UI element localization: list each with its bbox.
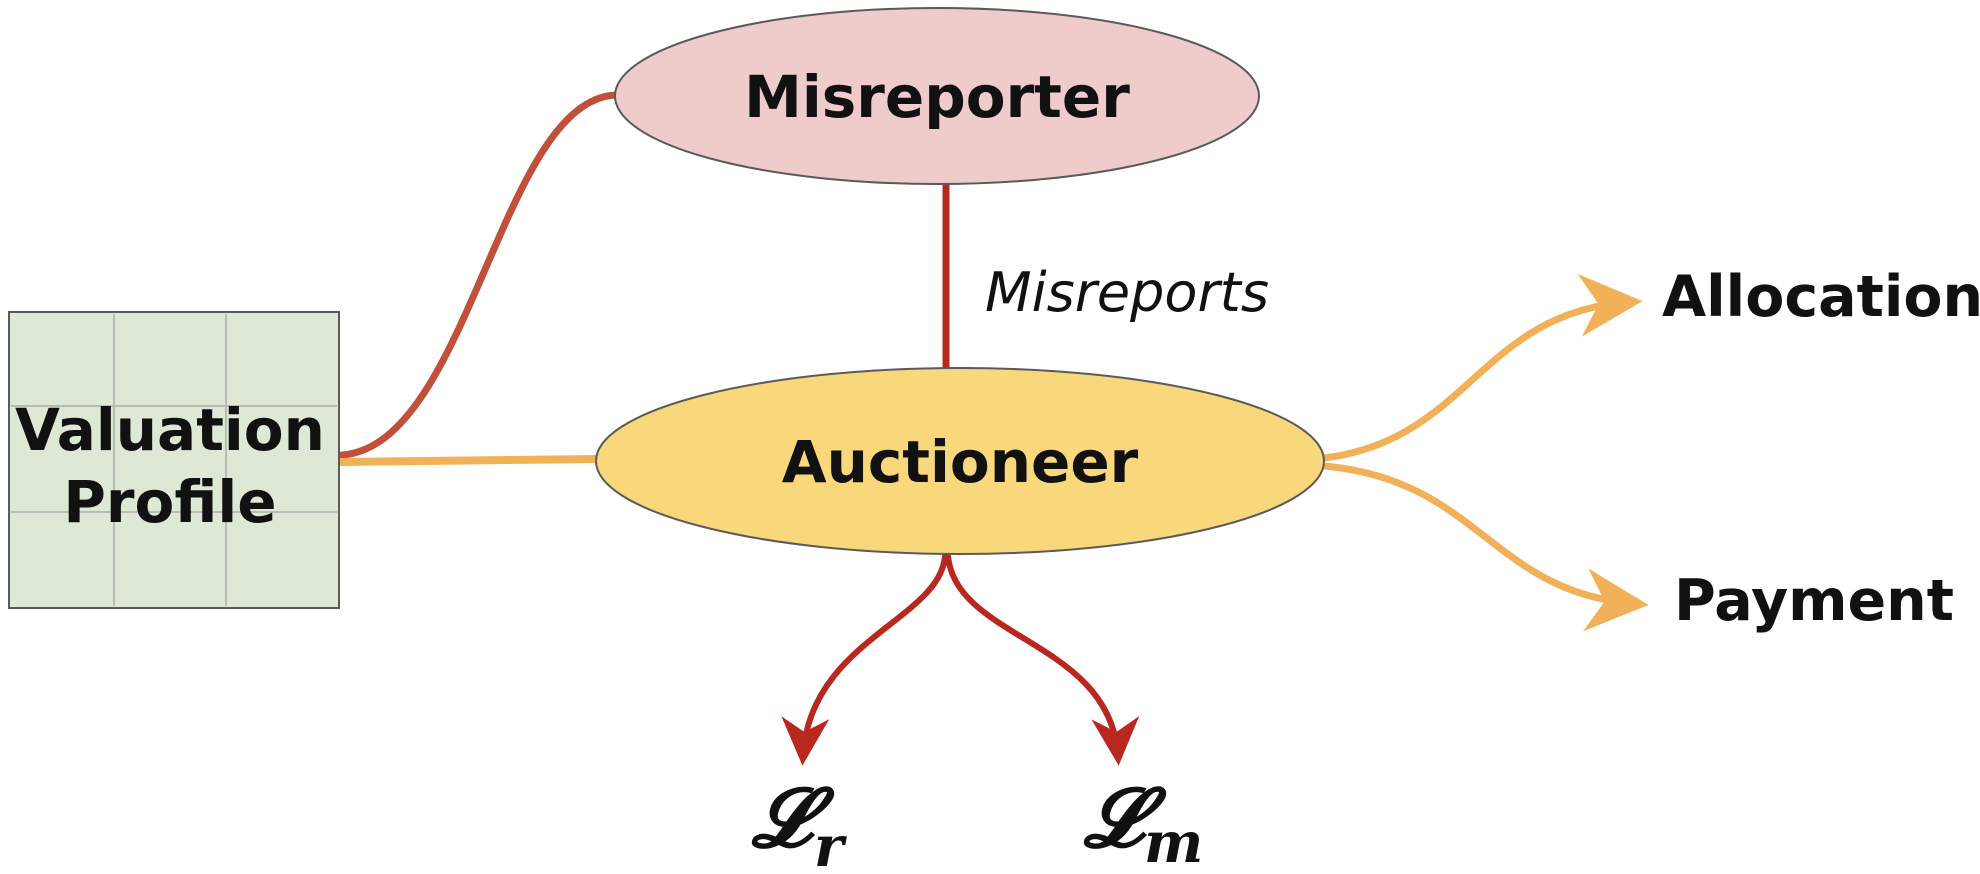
payment-output-label: Payment (1674, 568, 1954, 634)
edge-auctioneer-to-loss-regret (781, 553, 948, 766)
valuation-profile-label-line1: Valuation (15, 396, 325, 464)
edge-auctioneer-to-loss-misreport (945, 553, 1140, 766)
edge-valuation-to-misreporter (338, 91, 620, 459)
loss-regret-label: 𝓛 r (750, 770, 847, 874)
auctioneer-node: Auctioneer (595, 367, 1325, 555)
auctioneer-label: Auctioneer (782, 428, 1139, 496)
loss-regret-subscript: r (814, 814, 847, 874)
allocation-output-label: Allocation (1662, 264, 1980, 330)
misreporter-label: Misreporter (744, 63, 1130, 131)
edge-auctioneer-to-allocation (1320, 273, 1643, 462)
valuation-profile-node: Valuation Profile (8, 311, 340, 609)
edge-auctioneer-to-payment (1320, 462, 1649, 632)
valuation-profile-label-line2: Profile (63, 468, 276, 536)
misreports-edge-label: Misreports (985, 261, 1269, 324)
edge-valuation-to-auctioneer (336, 455, 600, 466)
loss-misreport-label: 𝓛 m (1082, 770, 1203, 874)
misreporter-node: Misreporter (614, 7, 1260, 185)
loss-misreport-subscript: m (1144, 810, 1203, 874)
